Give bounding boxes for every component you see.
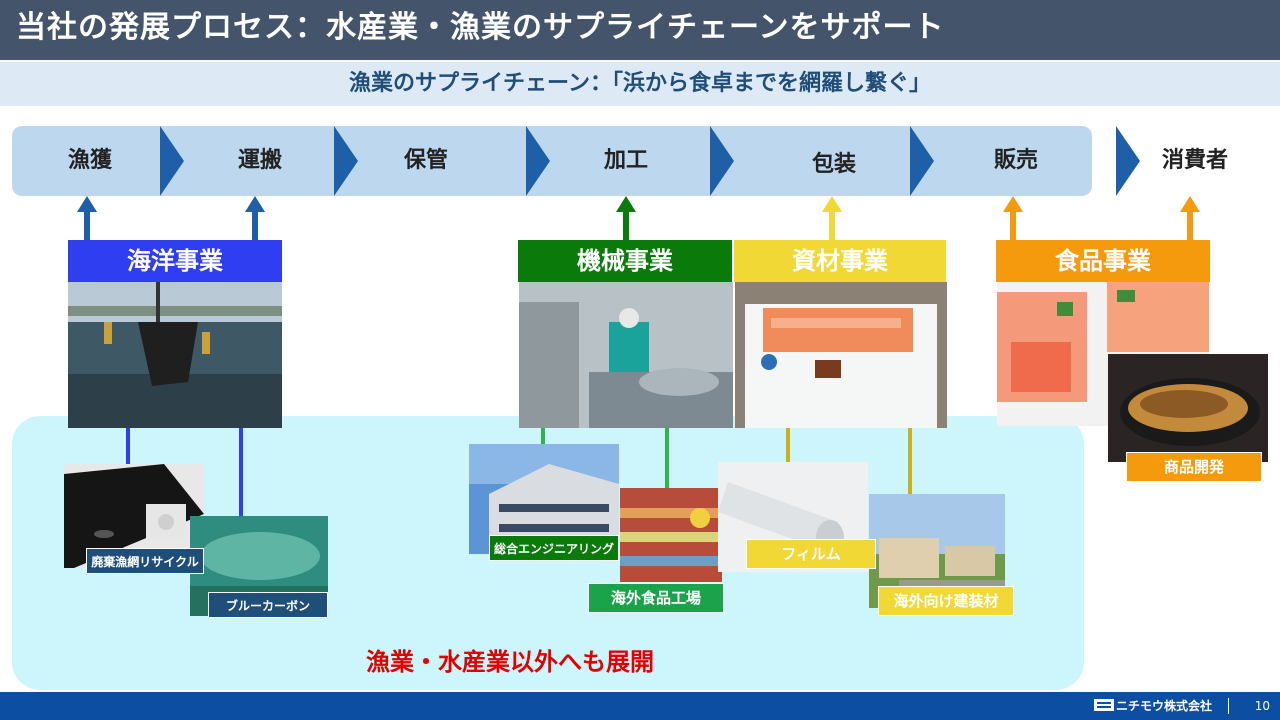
chain-step-consumer: 消費者 [1161, 148, 1228, 173]
tag-blue-carbon: ブルーカーボン [208, 592, 328, 618]
business-food: 食品事業 [996, 240, 1210, 282]
connector-line [239, 428, 243, 518]
page-number: 10 [1254, 699, 1270, 713]
tag-overseas-food: 海外食品工場 [588, 583, 724, 613]
business-materials: 資材事業 [734, 240, 946, 282]
business-machinery: 機械事業 [518, 240, 732, 282]
chain-step-packaging: 包装 [811, 152, 856, 177]
chevron-right-icon [526, 126, 550, 196]
up-arrow-icon [1003, 196, 1023, 240]
company-logo-icon [1094, 699, 1114, 711]
photo-grilled-fish [1108, 354, 1268, 462]
footer-company: ニチモウ株式会社 [1116, 699, 1213, 713]
chain-step-processing: 加工 [603, 148, 648, 173]
page-title: 当社の発展プロセス：水産業・漁業のサプライチェーンをサポート [0, 0, 1280, 60]
up-arrow-icon [77, 196, 97, 240]
photo-supermarket [620, 488, 722, 582]
tag-overseas-building: 海外向け建装材 [878, 586, 1014, 616]
footer-bar [0, 692, 1280, 720]
chevron-right-icon [160, 126, 184, 196]
expansion-text: 漁業・水産業以外へも展開 [366, 648, 654, 676]
up-arrow-icon [245, 196, 265, 240]
photo-salmon-box [735, 282, 947, 428]
photo-fish-farm [68, 282, 282, 428]
photo-processing-machine [519, 282, 733, 428]
connector-line [908, 428, 912, 494]
page-subtitle: 漁業のサプライチェーン：「浜から食卓までを網羅し繋ぐ」 [0, 62, 1280, 106]
up-arrow-icon [616, 196, 636, 240]
chevron-right-icon [710, 126, 734, 196]
tag-net-recycle: 廃棄漁網リサイクル [86, 548, 204, 574]
connector-line [786, 428, 790, 464]
up-arrow-icon [822, 196, 842, 240]
connector-line [665, 428, 669, 488]
chevron-right-icon [910, 126, 934, 196]
connector-line [541, 428, 545, 446]
tag-product-dev: 商品開発 [1126, 452, 1262, 482]
chain-step-storage: 保管 [403, 148, 448, 173]
chevron-right-icon [334, 126, 358, 196]
chevron-right-icon [1116, 126, 1140, 196]
tag-film: フィルム [746, 539, 876, 569]
up-arrow-icon [1180, 196, 1200, 240]
chain-step-catch: 漁獲 [67, 148, 112, 173]
chain-step-transport: 運搬 [237, 148, 282, 173]
tag-engineering: 総合エンジニアリング [489, 535, 619, 561]
business-marine: 海洋事業 [68, 240, 282, 282]
connector-line [126, 428, 130, 466]
chain-step-sales: 販売 [993, 148, 1038, 173]
footer-divider [1228, 698, 1229, 714]
